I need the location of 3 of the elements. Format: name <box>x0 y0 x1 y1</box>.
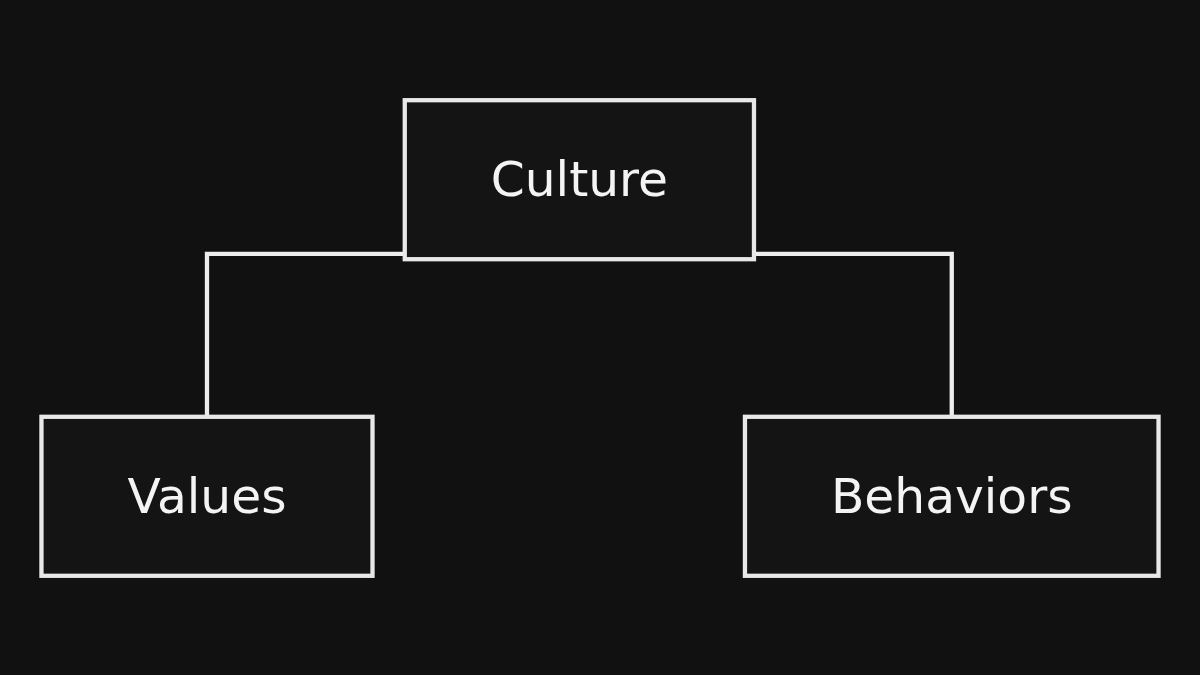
process-box: Values <box>39 414 375 578</box>
process-box: Behaviors <box>742 414 1161 578</box>
process-box: Culture <box>402 97 757 261</box>
